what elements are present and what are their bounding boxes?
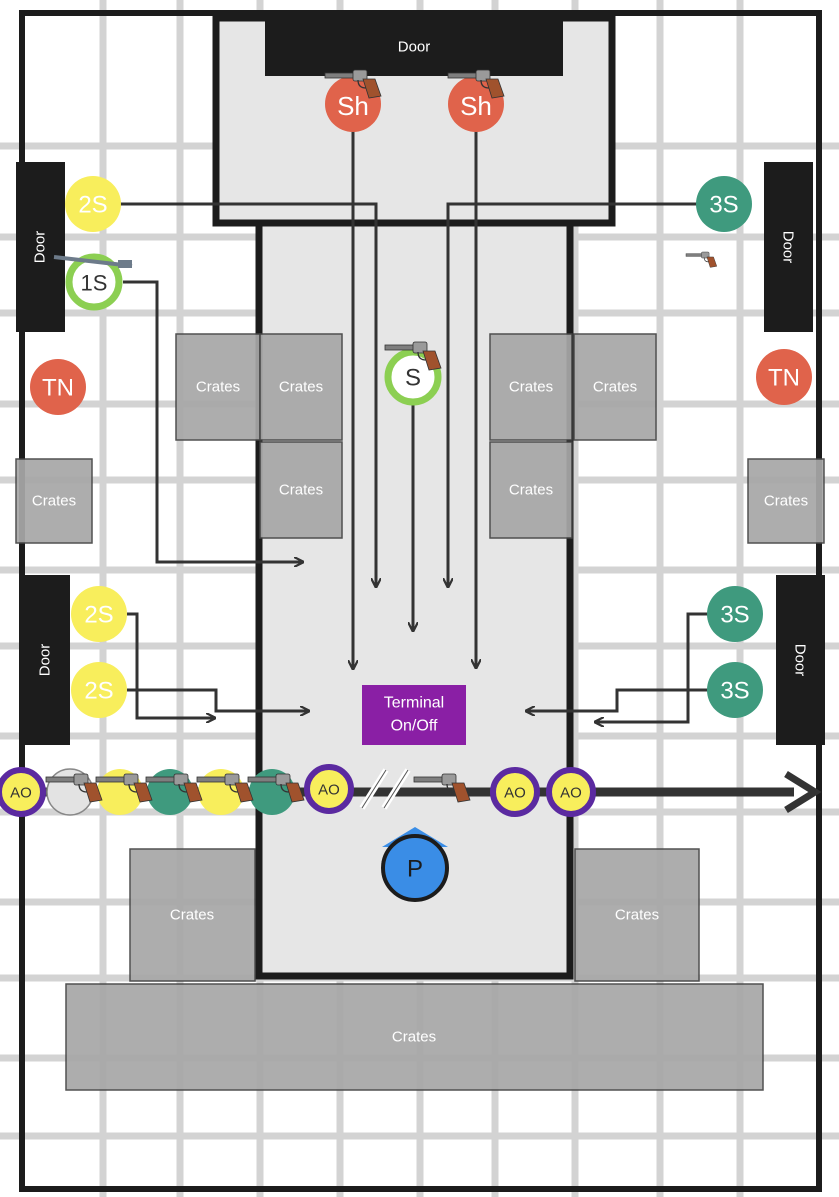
enemy-token-3s[interactable]: 3S: [707, 586, 763, 642]
svg-text:3S: 3S: [709, 192, 738, 219]
crate: Crates: [489, 441, 573, 539]
svg-text:Sh: Sh: [460, 91, 492, 121]
enemy-token-2s[interactable]: 2S: [71, 662, 127, 718]
enemy-token-3s[interactable]: 3S: [696, 176, 752, 232]
enemy-token-2s[interactable]: 2S: [71, 586, 127, 642]
door-left-lower[interactable]: Door: [20, 575, 70, 745]
crate: Crates: [15, 458, 93, 544]
svg-text:TN: TN: [42, 375, 74, 402]
door-right-lower-label: Door: [792, 644, 809, 677]
door-left-lower-label: Door: [37, 644, 54, 677]
crate: Crates: [489, 333, 573, 441]
player-token[interactable]: P: [381, 827, 449, 902]
svg-text:AO: AO: [318, 782, 340, 799]
svg-text:1S: 1S: [81, 271, 108, 296]
movement-paths: [120, 128, 708, 722]
door-right-lower[interactable]: Door: [776, 575, 825, 745]
ao-token[interactable]: AO: [304, 764, 354, 814]
crate: Crates: [175, 333, 261, 441]
svg-text:Crates: Crates: [509, 482, 553, 499]
svg-text:S: S: [405, 365, 421, 392]
door-right-upper-label: Door: [780, 231, 797, 264]
svg-text:Sh: Sh: [337, 91, 369, 121]
svg-text:2S: 2S: [84, 678, 113, 705]
svg-text:Crates: Crates: [593, 379, 637, 396]
svg-text:2S: 2S: [84, 602, 113, 629]
svg-text:2S: 2S: [78, 192, 107, 219]
svg-text:Crates: Crates: [509, 379, 553, 396]
crate: Crates: [259, 333, 343, 441]
door-left-upper[interactable]: Door: [16, 162, 65, 332]
terminal-switch[interactable]: Terminal On/Off: [362, 685, 466, 745]
enemy-token-tn[interactable]: TN: [756, 349, 812, 405]
door-top-label: Door: [398, 39, 431, 56]
enemy-token-s[interactable]: S: [384, 348, 442, 406]
svg-text:Crates: Crates: [32, 493, 76, 510]
door-right-upper[interactable]: Door: [764, 162, 813, 332]
enemy-token-1s[interactable]: 1S: [65, 253, 123, 311]
crate: Crates: [259, 441, 343, 539]
svg-text:Crates: Crates: [279, 379, 323, 396]
terminal-label-line1: Terminal: [384, 695, 444, 712]
svg-text:AO: AO: [560, 785, 582, 802]
crate: Crates: [574, 848, 700, 982]
svg-text:3S: 3S: [720, 602, 749, 629]
crate: Crates: [65, 983, 764, 1091]
svg-text:Crates: Crates: [764, 493, 808, 510]
svg-text:Crates: Crates: [170, 907, 214, 924]
svg-text:Crates: Crates: [615, 907, 659, 924]
svg-text:3S: 3S: [720, 678, 749, 705]
svg-text:Crates: Crates: [279, 482, 323, 499]
door-left-upper-label: Door: [32, 231, 49, 264]
ao-token[interactable]: AO: [546, 767, 596, 817]
enemy-token-3s[interactable]: 3S: [707, 662, 763, 718]
svg-text:AO: AO: [504, 785, 526, 802]
enemy-token-tn[interactable]: TN: [30, 359, 86, 415]
enemy-token-2s[interactable]: 2S: [65, 176, 121, 232]
svg-text:AO: AO: [10, 785, 32, 802]
crate: Crates: [573, 333, 657, 441]
rifle-icon: [53, 255, 133, 268]
crate: Crates: [129, 848, 256, 982]
direction-arrow-icon: [784, 771, 822, 813]
svg-text:TN: TN: [768, 365, 800, 392]
revolver-icon: [685, 251, 718, 268]
svg-text:P: P: [407, 856, 423, 883]
svg-text:Crates: Crates: [392, 1029, 436, 1046]
ao-token[interactable]: AO: [0, 767, 46, 817]
ao-token[interactable]: AO: [490, 767, 540, 817]
crate: Crates: [747, 458, 825, 544]
svg-text:Crates: Crates: [196, 379, 240, 396]
terminal-label-line2: On/Off: [391, 718, 438, 735]
door-top[interactable]: Door: [265, 18, 563, 76]
